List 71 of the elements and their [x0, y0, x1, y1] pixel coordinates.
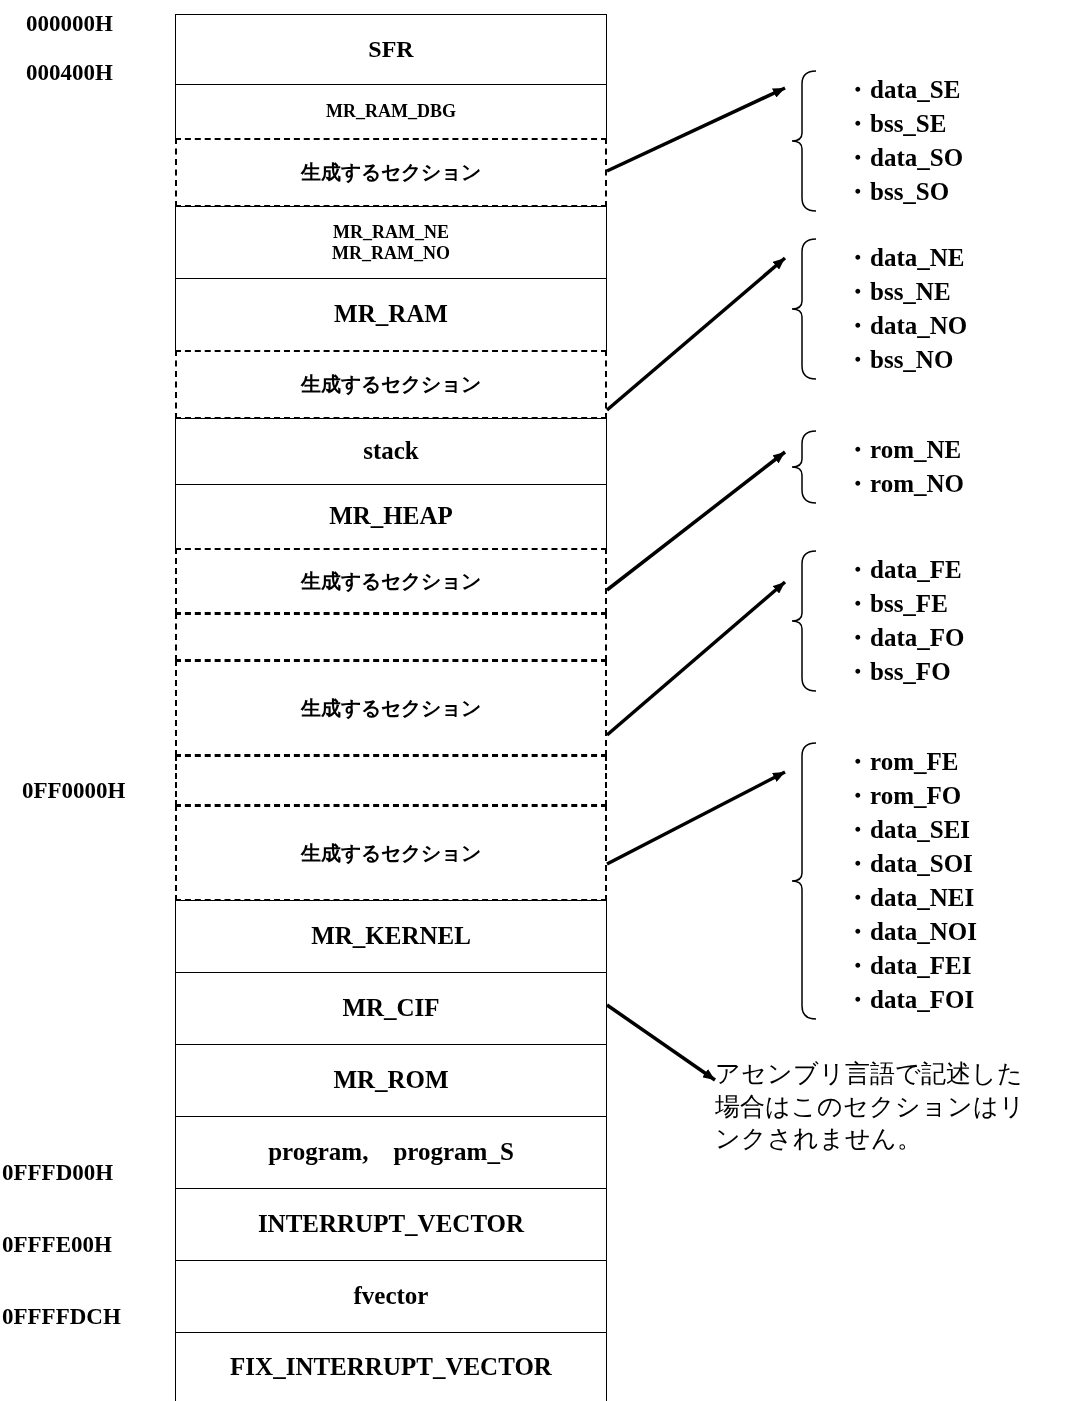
section-name: ・data_FE: [845, 555, 963, 585]
memory-section-box: [175, 418, 607, 485]
memory-section-box: [175, 1116, 607, 1189]
memory-section-box: [175, 972, 607, 1045]
memory-section-box: [175, 84, 607, 139]
section-name: MR_RAM_NO: [332, 242, 450, 264]
section-name: 生成するセクション: [301, 696, 481, 720]
section-name: ・rom_NO: [845, 469, 965, 499]
section-name: 生成するセクション: [301, 841, 481, 865]
section-name: FIX_INTERRUPT_VECTOR: [230, 1352, 552, 1382]
memory-section-box: [175, 1260, 607, 1333]
section-name: 生成するセクション: [301, 373, 481, 396]
section-name: ・rom_FE: [845, 747, 960, 777]
memory-section-box: [175, 278, 607, 351]
section-name: MR_RAM_DBG: [326, 101, 456, 122]
memory-section-box: [175, 1332, 607, 1401]
memory-section-box: [175, 1044, 607, 1117]
section-box: [175, 660, 607, 756]
section-name: program, program_S: [268, 1138, 514, 1167]
address-label: 0FFFD00H: [2, 1160, 114, 1186]
note-text: アセンブリ言語で記述した場合はこのセクションはリンクされません。: [715, 1058, 1045, 1156]
section-name: ・bss_SO: [845, 177, 951, 207]
section-name: ・data_SE: [845, 75, 962, 105]
section-name: ・data_FO: [845, 623, 966, 653]
section-name: SFR: [368, 35, 414, 64]
section-name: ・data_FEI: [845, 951, 973, 981]
arrow: [606, 1003, 716, 1082]
section-name: MR_ROM: [333, 1066, 449, 1095]
section-name: ・bss_NO: [845, 345, 955, 375]
memory-section-box: [175, 484, 607, 549]
section-name: MR_RAM: [334, 300, 448, 329]
arrow: [606, 86, 786, 173]
arrow: [606, 770, 786, 866]
section-name: ・rom_FO: [845, 781, 963, 811]
section-name: ・data_NOI: [845, 917, 978, 947]
section-name: ・bss_SE: [845, 109, 948, 139]
section-box: [175, 548, 607, 614]
section-name: MR_RAM_NE: [333, 221, 449, 243]
section-name: ・data_NEI: [845, 883, 976, 913]
section-name: stack: [363, 437, 419, 466]
memory-section-box: [175, 1188, 607, 1261]
empty-section-box: [175, 613, 607, 661]
section-name: 生成するセクション: [301, 161, 481, 184]
section-name: MR_KERNEL: [311, 922, 471, 951]
section-box: [175, 350, 607, 419]
section-name: MR_CIF: [342, 994, 440, 1023]
section-name: ・rom_NE: [845, 435, 963, 465]
address-label: 000000H: [26, 11, 113, 37]
address-label: 0FFFFDCH: [2, 1304, 121, 1330]
memory-section-box: [175, 900, 607, 973]
memory-section-box: [175, 206, 607, 279]
memory-section-box: [175, 14, 607, 85]
section-name: INTERRUPT_VECTOR: [257, 1210, 525, 1239]
section-name: ・bss_FO: [845, 657, 952, 687]
address-label: 000400H: [26, 60, 113, 86]
section-name: 生成するセクション: [301, 569, 481, 593]
section-name: ・data_NE: [845, 243, 966, 273]
section-name: ・data_FOI: [845, 985, 976, 1015]
address-label: 0FF0000H: [22, 778, 126, 804]
section-name: fvector: [353, 1282, 429, 1311]
section-name: MR_HEAP: [329, 502, 453, 531]
section-name: ・data_SEI: [845, 815, 972, 845]
section-box: [175, 138, 607, 207]
empty-section-box: [175, 755, 607, 806]
address-label: 0FFFE00H: [2, 1232, 112, 1258]
section-name: ・bss_NE: [845, 277, 952, 307]
section-name: ・data_SO: [845, 143, 965, 173]
section-name: ・bss_FE: [845, 589, 949, 619]
section-name: ・data_SOI: [845, 849, 974, 879]
section-name: ・data_NO: [845, 311, 969, 341]
section-box: [175, 805, 607, 901]
